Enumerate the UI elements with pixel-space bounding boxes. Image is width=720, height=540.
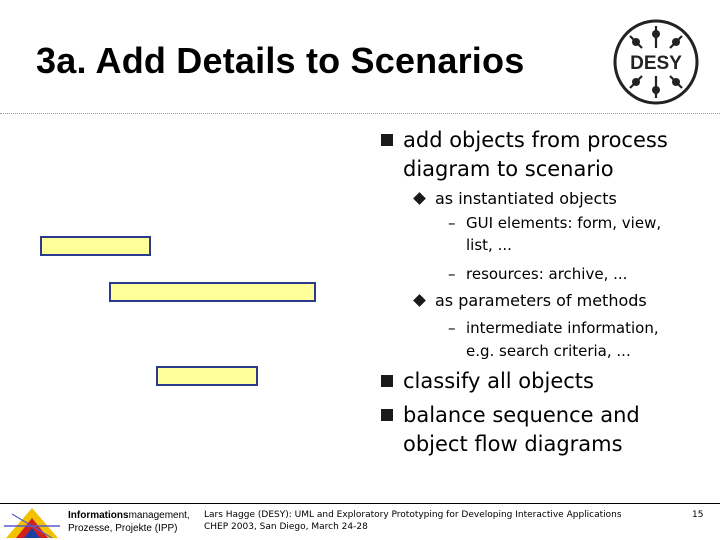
subsubbullet-text: e.g. search criteria, ...: [466, 342, 631, 360]
bullet-text: add objects from process: [403, 128, 668, 152]
desy-logo: DESY: [613, 19, 699, 105]
desy-logo-text: DESY: [630, 53, 682, 74]
dash-bullet: –: [448, 265, 456, 283]
subbullet-text: as parameters of methods: [435, 291, 647, 310]
slide-title: 3a. Add Details to Scenarios: [36, 40, 525, 81]
org-name-line1: Informationsmanagement,: [68, 510, 190, 521]
footer-conference: CHEP 2003, San Diego, March 24-28: [204, 522, 368, 532]
org-name-bold: Informations: [68, 510, 129, 521]
subsubbullet-text: list, ...: [466, 236, 512, 254]
bullet-text: balance sequence and: [403, 403, 640, 427]
page-number: 15: [692, 510, 704, 520]
bullet-text: diagram to scenario: [403, 157, 614, 181]
title-divider: [0, 113, 720, 114]
subsubbullet-text: intermediate information,: [466, 319, 659, 337]
dash-bullet: –: [448, 214, 456, 232]
bullet-text: classify all objects: [403, 369, 594, 393]
subsubbullet-text: GUI elements: form, view,: [466, 214, 662, 232]
square-bullet-icon: [381, 134, 393, 146]
yellow-box: [40, 236, 151, 256]
ipp-logo: [4, 508, 60, 539]
footer-divider: [0, 503, 720, 504]
square-bullet-icon: [381, 375, 393, 387]
subbullet-text: as instantiated objects: [435, 189, 617, 208]
footer-citation: Lars Hagge (DESY): UML and Exploratory P…: [204, 510, 622, 520]
diamond-bullet-icon: [413, 294, 426, 307]
dash-bullet: –: [448, 319, 456, 337]
diamond-bullet-icon: [413, 192, 426, 205]
org-name-line2: Prozesse, Projekte (IPP): [68, 523, 178, 534]
yellow-box: [109, 282, 316, 302]
square-bullet-icon: [381, 409, 393, 421]
subsubbullet-text: resources: archive, ...: [466, 265, 628, 283]
yellow-box: [156, 366, 258, 386]
bullet-text: object flow diagrams: [403, 432, 623, 456]
org-name-rest: management,: [128, 510, 190, 521]
